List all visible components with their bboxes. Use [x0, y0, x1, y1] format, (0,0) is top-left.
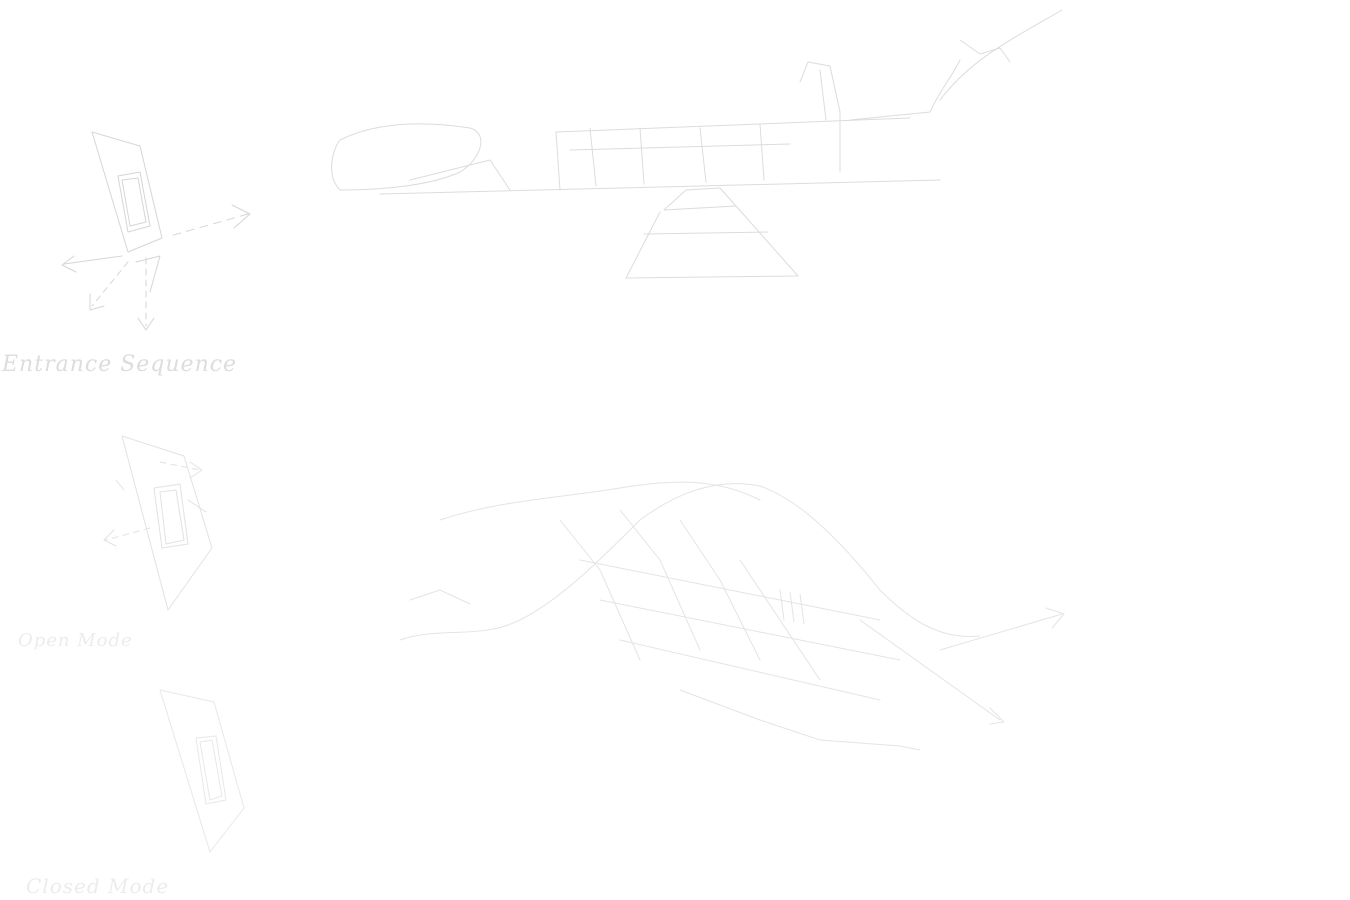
- caption-closed-mode: Closed Mode: [26, 874, 170, 898]
- closed-mode-diagram: [159, 689, 245, 853]
- open-mode-diagram: [103, 435, 213, 611]
- perspective-sketch: [399, 481, 1065, 751]
- caption-open-mode: Open Mode: [18, 630, 133, 651]
- entrance-sequence-diagram: [61, 131, 251, 331]
- caption-entrance-sequence: Entrance Sequence: [2, 352, 238, 377]
- top-elevation-sketch: [331, 9, 1063, 279]
